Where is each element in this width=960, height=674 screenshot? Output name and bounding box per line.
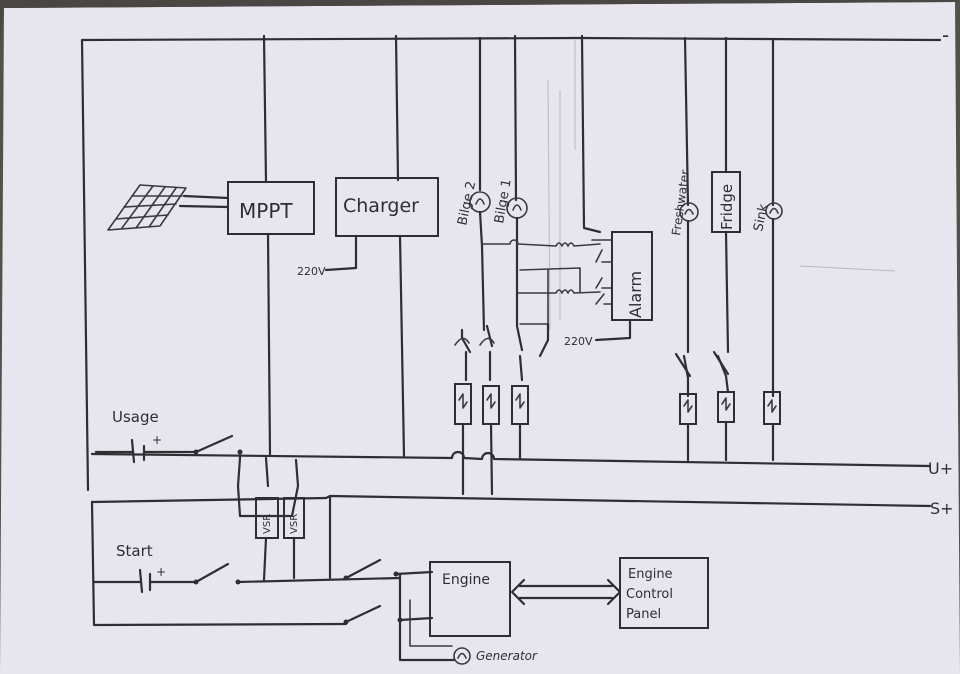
frame-left-wire [80, 38, 90, 492]
paper-shadow [0, 0, 960, 40]
mppt-negative-wire [262, 34, 268, 184]
usage-switch-contact [237, 449, 243, 455]
engine-label: Engine [442, 572, 490, 588]
usage-switch-pivot [193, 449, 199, 455]
engine-control-panel-line-3: Panel [626, 607, 661, 622]
negative-bus [80, 36, 942, 42]
generator-label: Generator [476, 649, 538, 663]
usage-positive-rail [90, 450, 932, 468]
generator-icon [453, 647, 471, 665]
engine-box [429, 561, 511, 637]
pencil-ghost-lines [547, 40, 896, 331]
freshwater-feed-wire [682, 219, 690, 398]
vsr-right-label: VSR [289, 514, 300, 534]
relay-coil-lower-icon [516, 289, 601, 294]
start-battery-label: Start [116, 542, 153, 560]
frame-left-lower-wire [90, 500, 348, 627]
usage-positive-label: U+ [928, 459, 953, 478]
alarm-label: Alarm [626, 271, 645, 318]
freshwater-negative-wire [683, 36, 690, 207]
alarm-220v-label: 220V [564, 335, 593, 348]
charger-220v-label: 220V [297, 265, 326, 278]
charger-label: Charger [343, 195, 419, 217]
start-positive-label: S+ [930, 499, 954, 518]
sink-label: Sink [751, 202, 772, 233]
bilge2-feed-wire [478, 210, 486, 332]
bilge-fuse-down-wires [461, 422, 522, 496]
load-switches-icon [674, 350, 730, 378]
engine-control-panel-line-2: Control [626, 587, 673, 602]
charger-positive-wire [398, 234, 406, 458]
vsr-down-wires [262, 536, 296, 582]
vsr-bridge-wire [236, 456, 300, 518]
vsr-left-label: VSR [262, 514, 273, 534]
bilge1-negative-wire [513, 34, 518, 202]
engine-control-panel-line-1: Engine [628, 567, 673, 582]
engine-start-switch-icon [343, 558, 434, 581]
alarm-negative-wire [580, 34, 602, 234]
negative-rail-label: - [942, 23, 949, 47]
charger-negative-wire [394, 34, 400, 182]
load-fuse-down-wires [686, 420, 775, 462]
alarm-relay-contacts-icon [591, 239, 613, 305]
charger-box [335, 177, 439, 237]
usage-battery-plus: + [152, 433, 162, 447]
bilge-switches-icon [454, 322, 550, 382]
mppt-box [227, 181, 315, 235]
solar-panel-icon [107, 184, 230, 231]
alarm-220v-wire [594, 318, 632, 342]
generator-return-wire [409, 599, 453, 647]
relay-coil-upper-icon [481, 239, 601, 247]
start-battery-plus: + [156, 565, 166, 579]
mppt-positive-wire [266, 232, 272, 457]
engine-control-panel-box [619, 557, 709, 629]
generator-wire [398, 572, 456, 662]
charger-220v-wire [324, 234, 358, 272]
relay-cross-wire [519, 267, 581, 293]
alarm-box [611, 231, 653, 321]
start-switch-contact [235, 579, 241, 585]
fridge-label: Fridge [718, 184, 736, 230]
usage-battery-label: Usage [112, 408, 159, 426]
start-switch-pivot [193, 579, 199, 585]
mppt-label: MPPT [239, 199, 293, 223]
